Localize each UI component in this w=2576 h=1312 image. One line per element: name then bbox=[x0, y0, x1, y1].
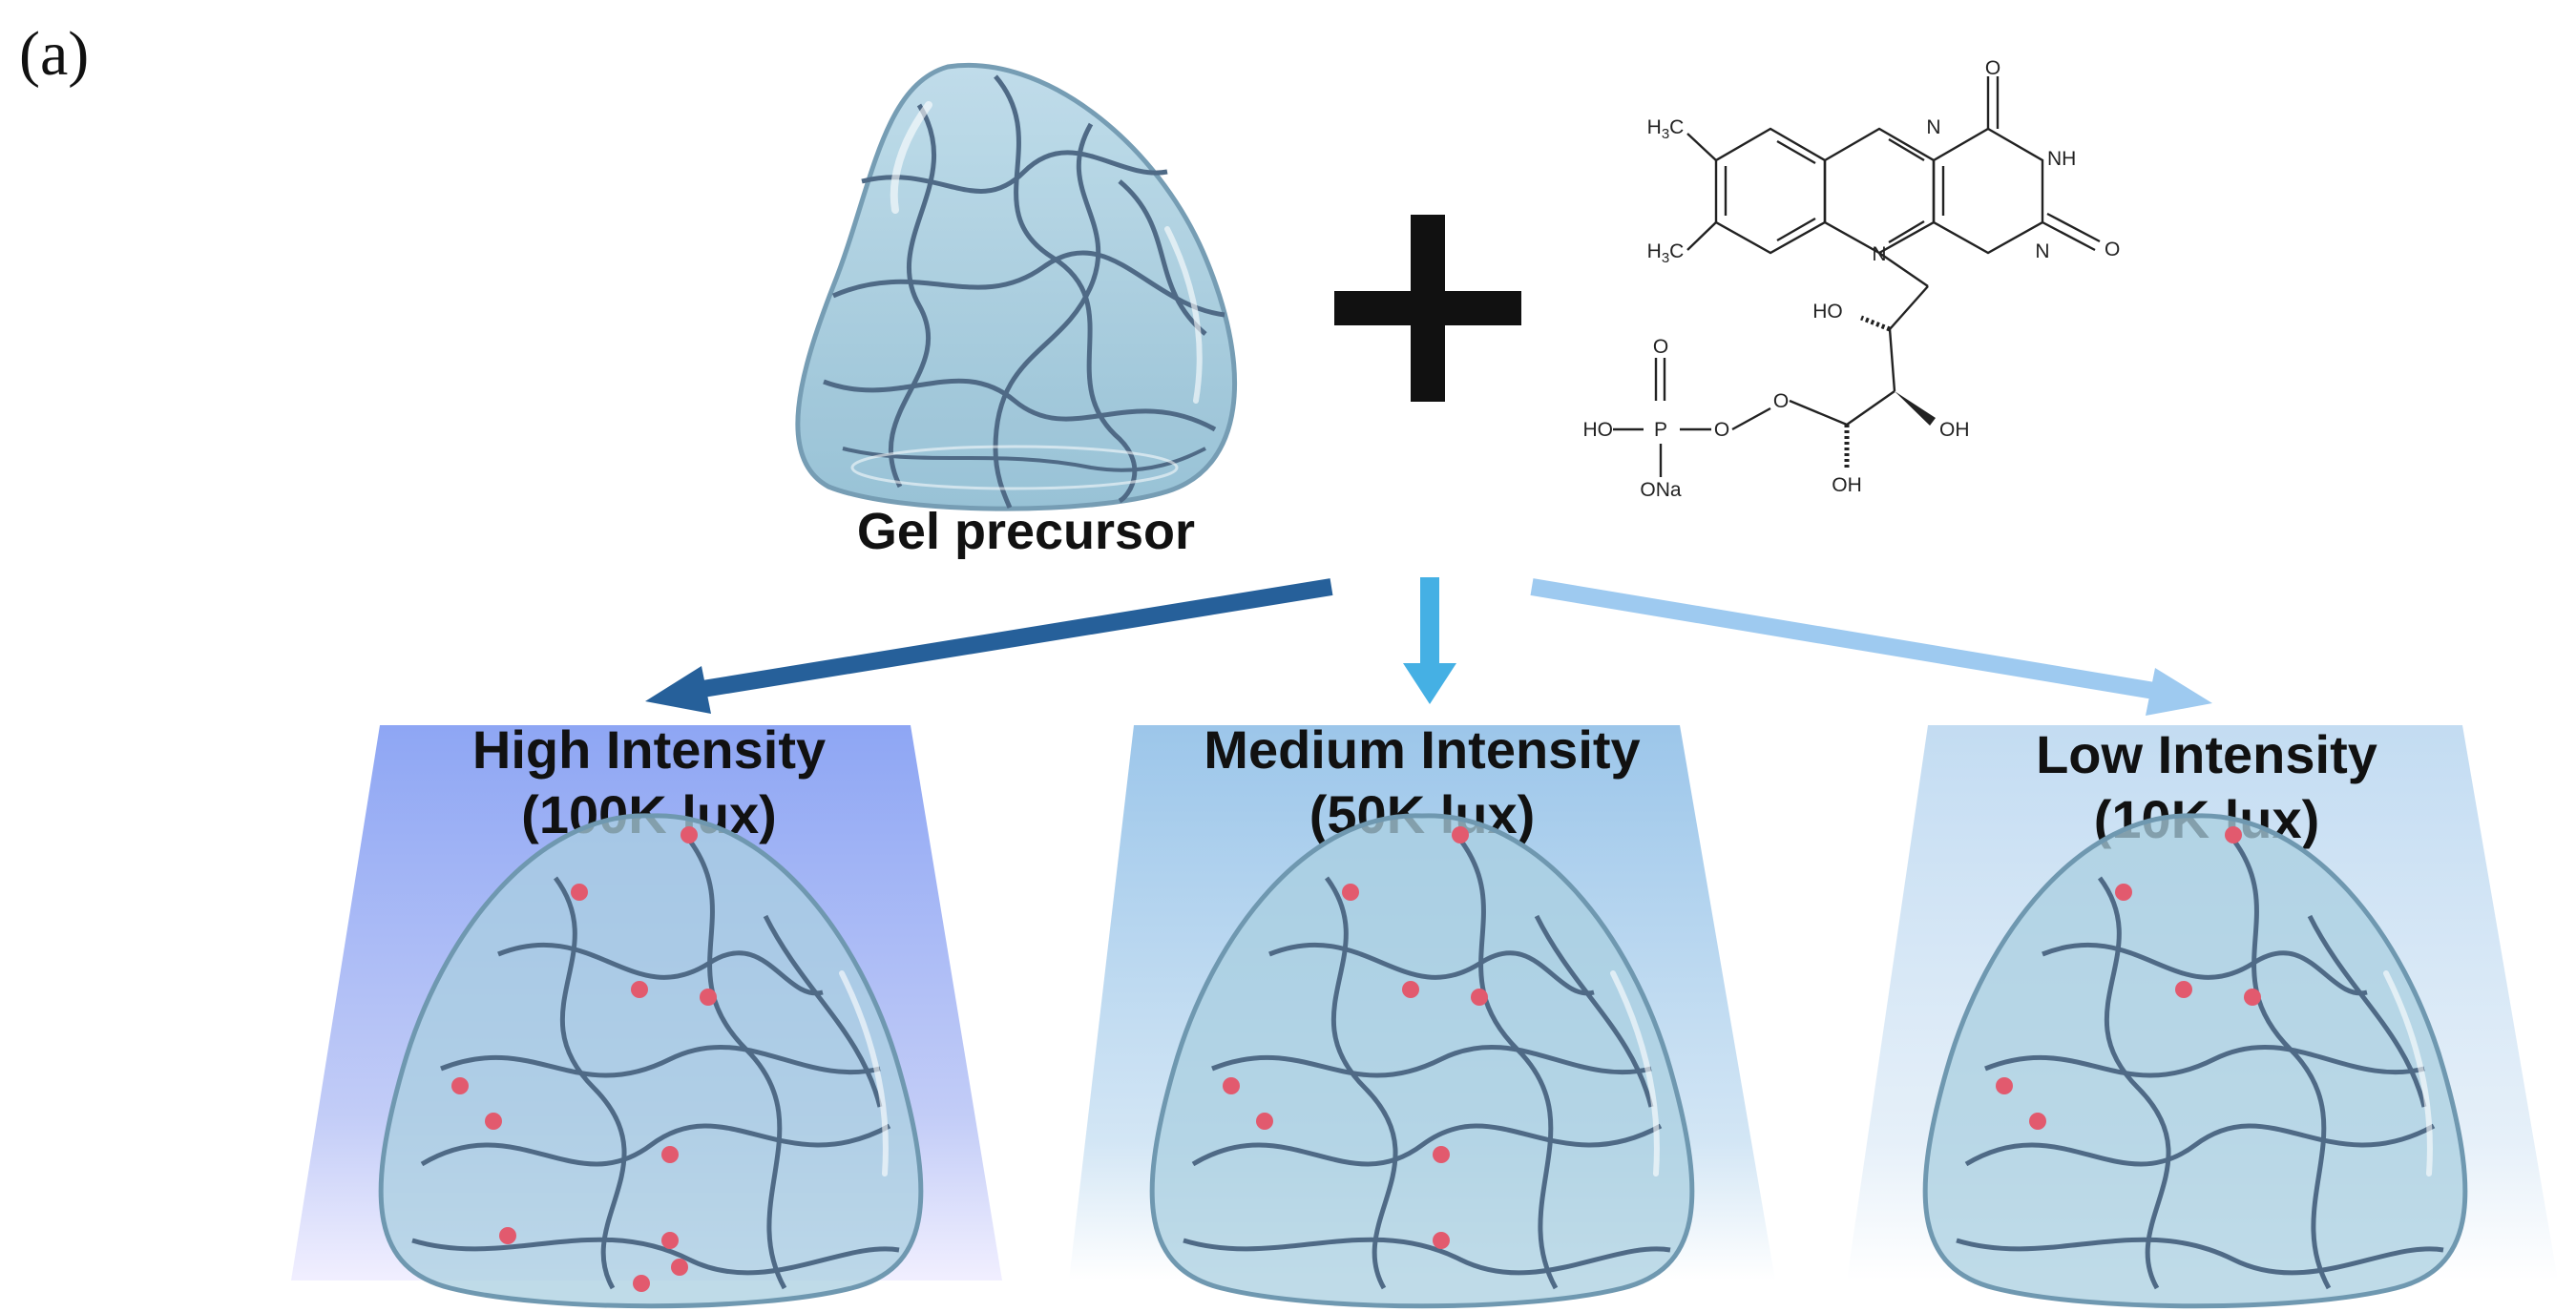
polymer-chain bbox=[2042, 942, 2368, 996]
cross-link-point bbox=[2244, 989, 2261, 1006]
cross-link-point bbox=[2225, 826, 2242, 843]
polymer-chain bbox=[1268, 942, 1595, 996]
svg-text:N: N bbox=[1872, 243, 1886, 265]
polymer-chain bbox=[1984, 1044, 2425, 1078]
gel-medium-intensity bbox=[1149, 813, 1695, 1309]
cross-link-point bbox=[2175, 981, 2192, 998]
gel-precursor-label: Gel precursor bbox=[857, 503, 1195, 560]
polymer-chain bbox=[1324, 876, 1398, 1290]
panel-label: (a) bbox=[19, 19, 89, 89]
cross-link-point bbox=[671, 1259, 688, 1276]
svg-text:HO: HO bbox=[1583, 419, 1614, 441]
svg-text:N: N bbox=[2035, 240, 2049, 262]
gel-highlight bbox=[2383, 970, 2433, 1177]
high-intensity-title: High Intensity bbox=[472, 719, 826, 780]
polymer-chain bbox=[1534, 914, 1654, 1108]
cross-link-point bbox=[2115, 884, 2132, 901]
polymer-chain bbox=[497, 942, 824, 996]
plus-icon bbox=[1334, 215, 1521, 402]
cross-link-point bbox=[1996, 1077, 2013, 1094]
crosslinked-gels bbox=[378, 813, 2468, 1309]
cross-link-point bbox=[1256, 1113, 1273, 1130]
arrow-to-high bbox=[645, 578, 1333, 714]
cross-link-point bbox=[1223, 1077, 1240, 1094]
medium-intensity-title: Medium Intensity bbox=[1204, 719, 1640, 780]
svg-text:O: O bbox=[1653, 336, 1668, 358]
polymer-chain bbox=[2307, 914, 2427, 1108]
svg-text:N: N bbox=[1926, 116, 1940, 138]
cross-link-point bbox=[1471, 989, 1488, 1006]
polymer-chain bbox=[420, 1123, 891, 1167]
svg-text:O: O bbox=[1985, 57, 2000, 79]
cross-link-point bbox=[1402, 981, 1419, 998]
arrow-to-medium bbox=[1403, 577, 1456, 704]
cross-link-point bbox=[631, 981, 648, 998]
svg-text:H3C: H3C bbox=[1647, 240, 1685, 266]
low-intensity-title: Low Intensity bbox=[2036, 724, 2377, 784]
cross-link-point bbox=[485, 1113, 502, 1130]
cross-link-point bbox=[661, 1146, 679, 1163]
gel-body bbox=[1922, 813, 2468, 1309]
gel-body bbox=[378, 813, 924, 1309]
polymer-chain bbox=[411, 1237, 900, 1276]
cross-link-point bbox=[661, 1232, 679, 1249]
svg-text:ONa: ONa bbox=[1640, 479, 1682, 501]
cross-link-point bbox=[633, 1275, 650, 1292]
polymer-chain bbox=[440, 1044, 881, 1078]
cross-link-point bbox=[700, 989, 717, 1006]
polymer-chain bbox=[763, 914, 883, 1108]
cross-link-point bbox=[571, 884, 588, 901]
cross-link-point bbox=[2029, 1113, 2046, 1130]
cross-link-point bbox=[451, 1077, 469, 1094]
polymer-chain bbox=[2097, 876, 2171, 1290]
molecule-atom-labels: O NH O N N N H3C H3C HO OH OH HO P O O O… bbox=[1583, 57, 2121, 501]
cross-link-point bbox=[1452, 826, 1469, 843]
polymer-chain bbox=[1183, 1237, 1671, 1276]
gel-highlight bbox=[839, 970, 889, 1177]
gel-body bbox=[1149, 813, 1695, 1309]
svg-text:O: O bbox=[1773, 390, 1789, 412]
gel-highlight bbox=[1610, 970, 1660, 1177]
cross-link-point bbox=[681, 826, 698, 843]
svg-text:OH: OH bbox=[1832, 474, 1862, 496]
riboflavin-phosphate-structure bbox=[1613, 76, 2101, 477]
polymer-chain bbox=[1191, 1123, 1663, 1167]
polymer-chain bbox=[1956, 1237, 2444, 1276]
polymer-chain bbox=[1211, 1044, 1652, 1078]
arrow-to-low bbox=[1530, 578, 2212, 716]
cross-link-point bbox=[1342, 884, 1359, 901]
gel-high-intensity bbox=[378, 813, 924, 1309]
cross-link-point bbox=[499, 1227, 516, 1244]
cross-link-point bbox=[1433, 1232, 1450, 1249]
polymer-chain bbox=[1964, 1123, 2436, 1167]
svg-text:HO: HO bbox=[1812, 301, 1843, 323]
svg-text:P: P bbox=[1654, 419, 1667, 441]
svg-text:H3C: H3C bbox=[1647, 116, 1685, 142]
svg-text:OH: OH bbox=[1939, 419, 1970, 441]
gel-precursor-illustration bbox=[795, 63, 1238, 511]
svg-text:O: O bbox=[2105, 239, 2120, 260]
gel-low-intensity bbox=[1922, 813, 2468, 1309]
cross-link-point bbox=[1433, 1146, 1450, 1163]
svg-text:NH: NH bbox=[2047, 148, 2076, 170]
svg-text:O: O bbox=[1714, 419, 1729, 441]
polymer-chain bbox=[553, 876, 627, 1290]
